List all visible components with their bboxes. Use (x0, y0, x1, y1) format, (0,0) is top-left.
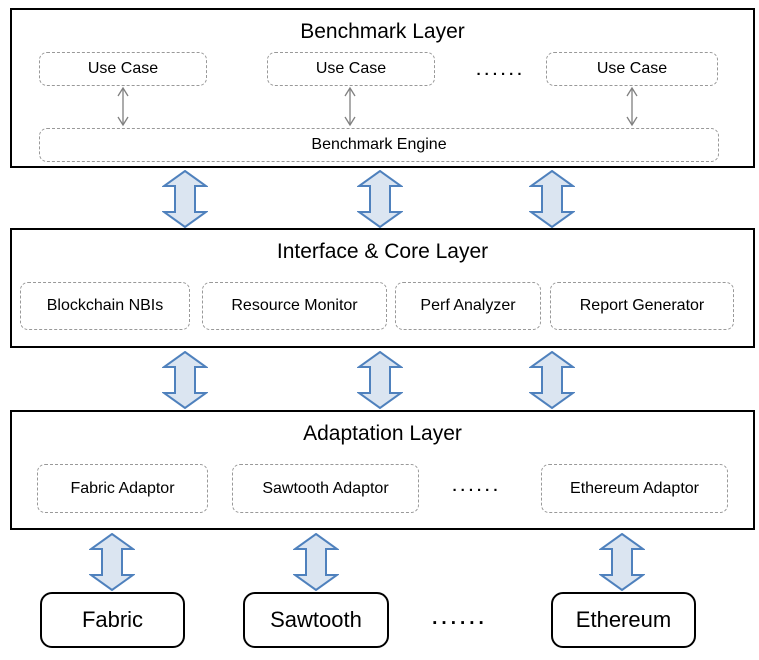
ethereum-adaptor-box: Ethereum Adaptor (541, 464, 728, 513)
double-arrow-icon (163, 170, 207, 228)
ethereum-node-box: Ethereum (551, 592, 696, 648)
use-case-box-3: Use Case (546, 52, 718, 86)
sawtooth-node-label: Sawtooth (270, 607, 362, 632)
sawtooth-adaptor-label: Sawtooth Adaptor (262, 479, 389, 497)
blockchain-nbis-label: Blockchain NBIs (46, 297, 164, 314)
resource-monitor-box: Resource Monitor (202, 282, 387, 330)
interface-core-layer-title: Interface & Core Layer (276, 240, 489, 263)
thin-double-arrow-icon (626, 87, 638, 126)
report-generator-box: Report Generator (550, 282, 734, 330)
use-case-label-3: Use Case (596, 60, 668, 77)
double-arrow-icon (358, 351, 402, 409)
perf-analyzer-box: Perf Analyzer (395, 282, 541, 330)
fabric-node-box: Fabric (40, 592, 185, 648)
thin-double-arrow-icon (117, 87, 129, 126)
use-case-label-1: Use Case (87, 60, 159, 77)
fabric-node-label: Fabric (81, 607, 144, 632)
benchmark-engine-label: Benchmark Engine (311, 136, 447, 153)
sawtooth-node-box: Sawtooth (243, 592, 389, 648)
fabric-adaptor-label: Fabric Adaptor (70, 479, 175, 497)
double-arrow-icon (600, 533, 644, 591)
double-arrow-icon (163, 351, 207, 409)
use-case-ellipsis: ...... (476, 62, 526, 79)
double-arrow-icon (358, 170, 402, 228)
adaptation-layer-box: Adaptation Layer Fabric Adaptor Sawtooth… (10, 410, 755, 530)
adaptor-ellipsis: ...... (452, 478, 502, 495)
use-case-box-1: Use Case (39, 52, 207, 86)
blockchain-ellipsis: ...... (432, 608, 488, 629)
resource-monitor-label: Resource Monitor (231, 297, 358, 314)
double-arrow-icon (530, 170, 574, 228)
report-generator-label: Report Generator (579, 297, 705, 314)
perf-analyzer-label: Perf Analyzer (420, 297, 516, 314)
thin-double-arrow-icon (344, 87, 356, 126)
fabric-adaptor-box: Fabric Adaptor (37, 464, 208, 513)
ethereum-adaptor-label: Ethereum Adaptor (570, 479, 699, 497)
interface-core-layer-box: Interface & Core Layer Blockchain NBIs R… (10, 228, 755, 348)
double-arrow-icon (294, 533, 338, 591)
benchmark-layer-box: Benchmark Layer Use Case Use Case ......… (10, 8, 755, 168)
use-case-label-2: Use Case (315, 60, 387, 77)
benchmark-engine-box: Benchmark Engine (39, 128, 719, 162)
benchmark-layer-title: Benchmark Layer (300, 20, 465, 43)
ethereum-node-label: Ethereum (575, 607, 672, 632)
double-arrow-icon (530, 351, 574, 409)
double-arrow-icon (90, 533, 134, 591)
sawtooth-adaptor-box: Sawtooth Adaptor (232, 464, 419, 513)
use-case-box-2: Use Case (267, 52, 435, 86)
adaptation-layer-title: Adaptation Layer (303, 422, 462, 445)
blockchain-nbis-box: Blockchain NBIs (20, 282, 190, 330)
